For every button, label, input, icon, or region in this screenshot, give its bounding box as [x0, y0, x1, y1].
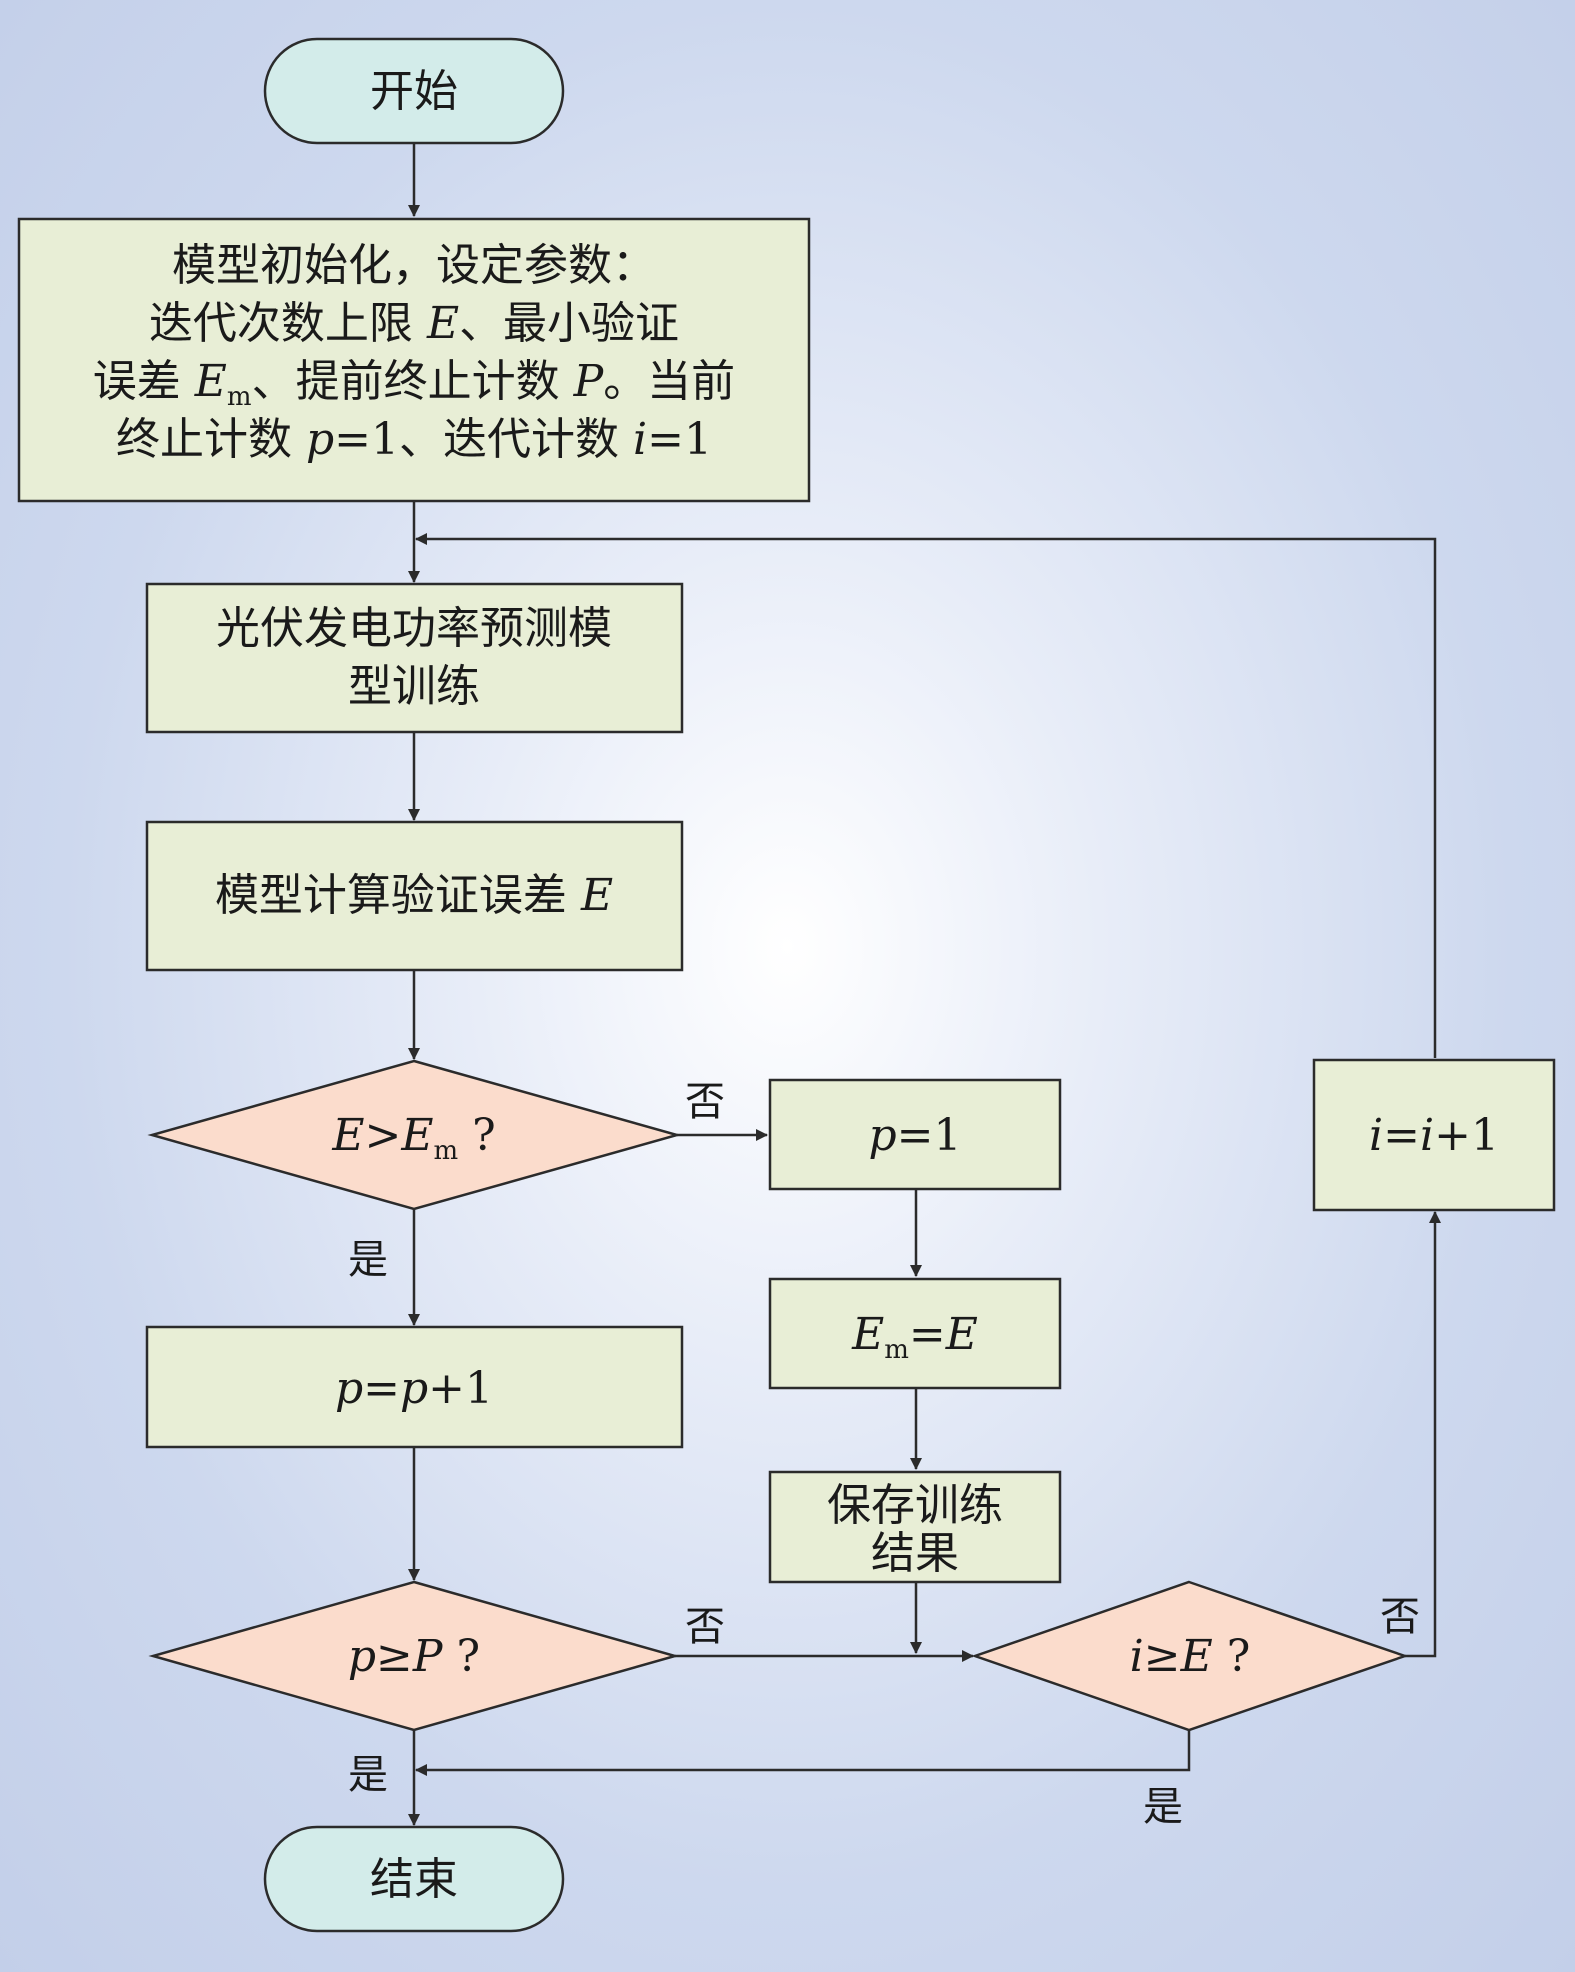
train-line-1: 光伏发电功率预测模: [216, 603, 612, 654]
em-assign-node: Em=E: [768, 1277, 1062, 1390]
p-reset-node: p=1: [768, 1078, 1062, 1191]
label-no-decision1: 否: [685, 1079, 725, 1125]
save-line-1: 保存训练: [827, 1480, 1003, 1531]
label-no-decision3: 否: [1380, 1594, 1420, 1640]
arrow-decision3-yes-to-end: [415, 1730, 1191, 1776]
end-node: 结束: [263, 1825, 565, 1933]
label-yes-decision2: 是: [348, 1752, 388, 1798]
arrow-decision3-no-to-iinc: [1405, 1211, 1441, 1658]
label-yes-decision3: 是: [1143, 1784, 1183, 1830]
em-assign-label: Em=E: [851, 1309, 978, 1365]
edge-labels: 否 是 否 是 否 是: [348, 1079, 1420, 1830]
decision-p-ge-P: p≥P ?: [148, 1580, 680, 1732]
start-node: 开始: [263, 37, 565, 145]
calc-label: 模型计算验证误差 E: [215, 870, 613, 921]
label-yes-decision1: 是: [348, 1237, 388, 1283]
init-line-3: 误差 Em、提前终止计数 P。当前: [93, 356, 735, 412]
decision1-label: E>Em ?: [331, 1110, 495, 1166]
arrow-iinc-loop-back: [415, 533, 1437, 1058]
calc-node: 模型计算验证误差 E: [145, 820, 684, 972]
decision2-label: p≥P ?: [348, 1631, 480, 1682]
start-label: 开始: [370, 66, 458, 117]
init-line-1: 模型初始化，设定参数：: [172, 240, 656, 291]
init-node: 模型初始化，设定参数： 迭代次数上限 E、最小验证 误差 Em、提前终止计数 P…: [17, 217, 811, 503]
save-node: 保存训练 结果: [768, 1470, 1062, 1584]
save-line-2: 结果: [871, 1528, 959, 1579]
decision-i-ge-E: i≥E ?: [971, 1580, 1409, 1732]
connectors: [408, 143, 1441, 1826]
train-line-2: 型训练: [348, 661, 480, 712]
init-line-4: 终止计数 p=1、迭代计数 i=1: [116, 414, 712, 465]
end-label: 结束: [370, 1854, 458, 1905]
train-node: 光伏发电功率预测模 型训练: [145, 582, 684, 734]
i-increment-label: i=i+1: [1369, 1110, 1499, 1161]
p-reset-label: p=1: [868, 1110, 961, 1161]
i-increment-node: i=i+1: [1312, 1058, 1556, 1212]
p-increment-label: p=p+1: [335, 1363, 493, 1414]
decision-e-gt-em: E>Em ?: [147, 1059, 682, 1211]
decision3-label: i≥E ?: [1130, 1631, 1251, 1682]
label-no-decision2: 否: [685, 1604, 725, 1650]
p-increment-node: p=p+1: [145, 1325, 684, 1449]
init-line-2: 迭代次数上限 E、最小验证: [149, 298, 679, 349]
